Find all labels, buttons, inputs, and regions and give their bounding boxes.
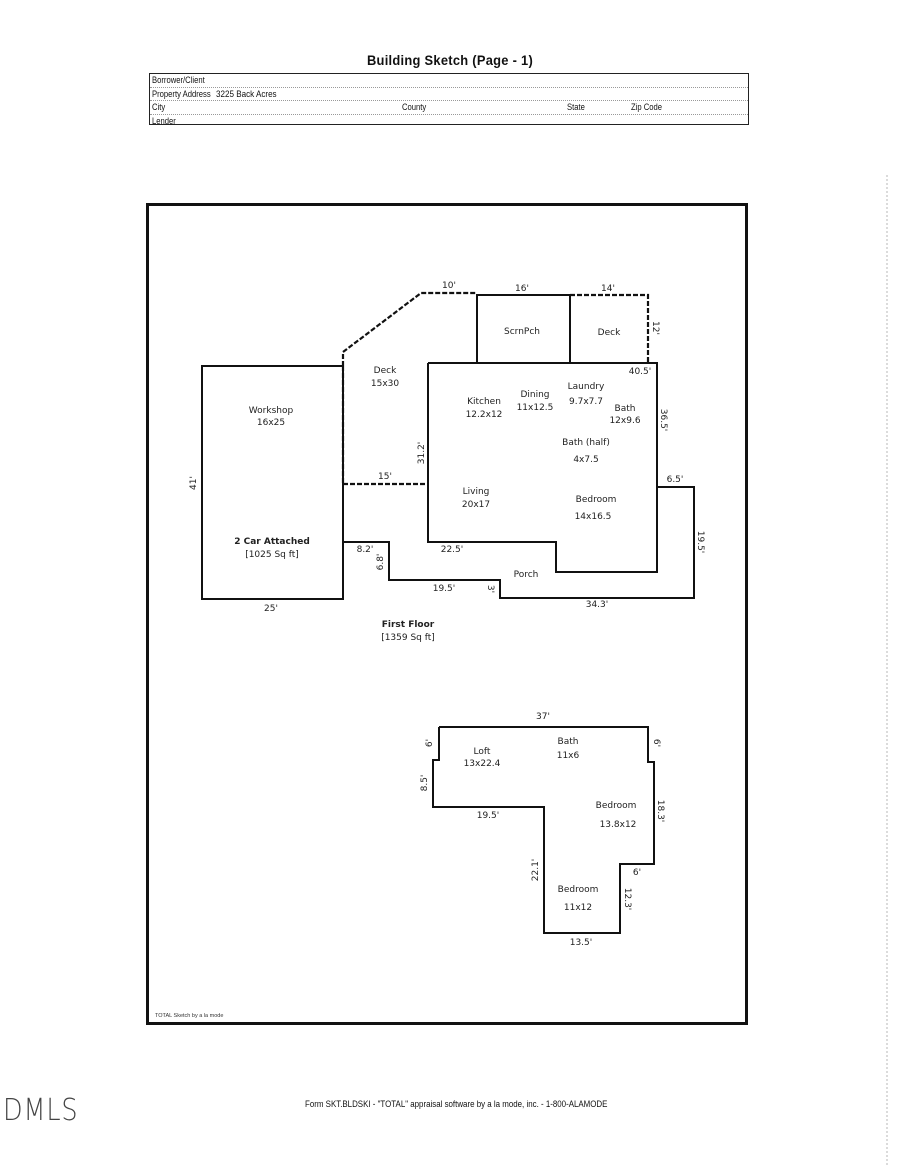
room-dims: 12.2x12 xyxy=(466,410,503,420)
zip-code-label: Zip Code xyxy=(631,102,663,112)
garage-outline xyxy=(201,365,344,600)
form-footer: Form SKT.BLDSKI - "TOTAL" appraisal soft… xyxy=(305,1099,608,1109)
dim-label: 6.8' xyxy=(376,554,386,571)
city-label: City xyxy=(152,102,166,112)
sketch-frame xyxy=(146,203,748,1025)
dim-label: 3' xyxy=(485,585,495,593)
room-dims: 16x25 xyxy=(257,418,285,428)
dim-label: 16' xyxy=(515,284,529,294)
room-label: Bath xyxy=(558,737,579,747)
room-dims: 20x17 xyxy=(462,500,490,510)
room-dims: 11x12 xyxy=(564,903,592,913)
room-label: ScrnPch xyxy=(504,327,540,337)
dim-label: 6' xyxy=(633,868,641,878)
room-dims: 12x9.6 xyxy=(609,416,640,426)
dim-label: 41' xyxy=(189,476,199,490)
dim-label: 6' xyxy=(425,739,435,747)
room-label: Kitchen xyxy=(467,397,501,407)
page-title: Building Sketch (Page - 1) xyxy=(366,52,534,68)
dim-label: 13.5' xyxy=(570,938,593,948)
dim-label: 19.5' xyxy=(695,531,705,554)
first-floor-area: [1359 Sq ft] xyxy=(381,633,435,643)
borrower-label: Borrower/Client xyxy=(152,75,205,85)
room-label: Bedroom xyxy=(596,801,637,811)
second-floor-outline xyxy=(432,726,655,934)
room-dims: 13.8x12 xyxy=(600,820,637,830)
deck-left-outline xyxy=(341,291,477,366)
room-label: Bath xyxy=(615,404,636,414)
room-label: Dining xyxy=(520,390,549,400)
room-label: Porch xyxy=(514,570,539,580)
room-dims: 13x22.4 xyxy=(464,759,501,769)
borrower-row: Borrower/Client xyxy=(150,74,748,88)
room-label: Bedroom xyxy=(576,495,617,505)
room-dims: 14x16.5 xyxy=(575,512,612,522)
room-label: Loft xyxy=(474,747,491,757)
dim-label: 18.3' xyxy=(655,800,665,823)
room-label: Living xyxy=(463,487,490,497)
county-label: County xyxy=(402,102,427,112)
dim-label: 19.5' xyxy=(433,584,456,594)
room-label: Workshop xyxy=(249,406,294,416)
main-house-outline xyxy=(427,362,658,573)
room-label: Deck xyxy=(374,366,397,376)
room-label: Deck xyxy=(598,328,621,338)
lender-label: Lender xyxy=(152,115,176,126)
dim-label: 10' xyxy=(442,281,456,291)
city-row: City County State Zip Code xyxy=(150,101,748,115)
room-label: Bath (half) xyxy=(562,438,610,448)
screen-porch-outline xyxy=(476,294,571,364)
dim-label: 6' xyxy=(651,739,661,747)
room-dims: 15x30 xyxy=(371,379,400,389)
property-address-value: 3225 Back Acres xyxy=(216,88,277,100)
property-info-form: Borrower/Client Property Address 3225 Ba… xyxy=(149,73,749,128)
dim-label: 36.5' xyxy=(658,409,668,432)
scan-artifact xyxy=(886,175,888,1165)
room-dims: 11x12.5 xyxy=(517,403,554,413)
dim-label: 6.5' xyxy=(667,475,684,485)
dim-label: 14' xyxy=(601,284,615,294)
dim-label: 15' xyxy=(378,472,392,482)
dim-label: 40.5' xyxy=(629,367,652,377)
garage-area: [1025 Sq ft] xyxy=(245,550,299,560)
dim-label: 12' xyxy=(650,321,660,335)
sketch-credit: TOTAL Sketch by a la mode xyxy=(155,1013,224,1019)
property-address-label: Property Address xyxy=(152,88,211,99)
garage-label: 2 Car Attached xyxy=(234,537,310,547)
dim-label: 22.5' xyxy=(441,545,464,555)
dim-label: 22.1' xyxy=(531,859,541,882)
dim-label: 25' xyxy=(264,604,278,614)
room-dims: 4x7.5 xyxy=(573,455,598,465)
dim-label: 19.5' xyxy=(477,811,500,821)
porch-outline xyxy=(343,486,695,599)
dim-label: 12.3' xyxy=(622,888,632,911)
deck-right-outline xyxy=(570,293,650,363)
room-dims: 11x6 xyxy=(557,751,580,761)
first-floor-label: First Floor xyxy=(382,620,435,630)
dim-label: 8.2' xyxy=(357,545,374,555)
lender-row: Lender xyxy=(150,115,748,128)
dim-label: 34.3' xyxy=(586,600,609,610)
room-dims: 9.7x7.7 xyxy=(569,397,603,407)
property-address-row: Property Address 3225 Back Acres xyxy=(150,88,748,101)
state-label: State xyxy=(567,102,585,112)
room-label: Bedroom xyxy=(558,885,599,895)
dim-label: 37' xyxy=(536,712,550,722)
room-label: Laundry xyxy=(568,382,605,392)
dim-label: 31.2' xyxy=(417,442,427,465)
dmls-watermark: DMLS xyxy=(3,1093,79,1128)
dim-label: 8.5' xyxy=(420,775,430,792)
